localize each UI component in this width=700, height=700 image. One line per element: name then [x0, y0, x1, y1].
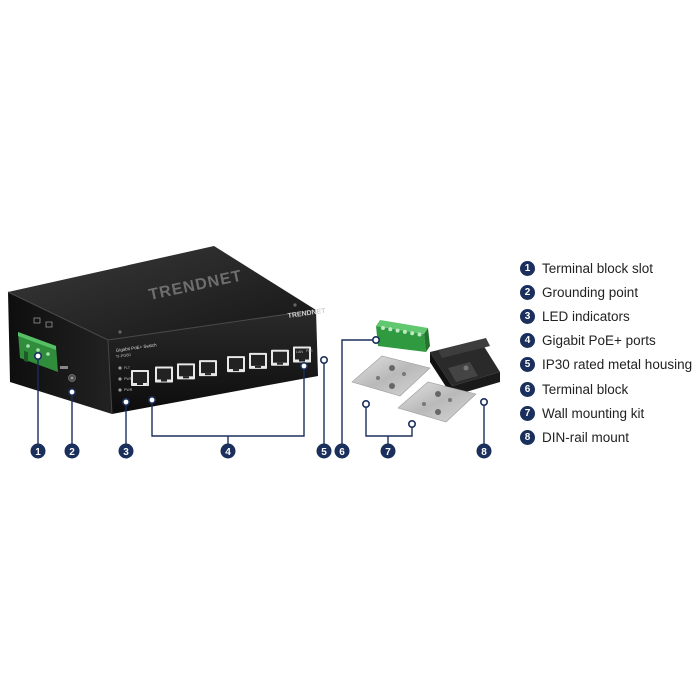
legend-label: Grounding point: [542, 284, 639, 300]
terminal-block: [376, 320, 430, 352]
legend-label: LED indicators: [542, 308, 630, 324]
terminal-screw: [395, 328, 400, 333]
lan-label: LAN: [296, 350, 303, 354]
ethernet-port: [227, 356, 245, 373]
din-rail-mount: [430, 338, 500, 396]
legend-item: 2 Grounding point: [520, 280, 692, 304]
svg-text:7: 7: [385, 447, 391, 458]
legend-number: 5: [520, 357, 535, 373]
legend-label: Terminal block: [542, 381, 629, 397]
legend-number: 1: [520, 260, 535, 276]
side-labels: [33, 317, 68, 369]
callout-badge-1: 1: [30, 443, 46, 459]
legend-number: 3: [520, 308, 535, 324]
legend-item: 6 Terminal block: [520, 377, 692, 401]
svg-text:5: 5: [321, 447, 327, 458]
led-label-flt: FLT: [124, 366, 131, 370]
leader-6: [341, 339, 376, 446]
ethernet-port: [271, 349, 289, 366]
svg-text:8: 8: [481, 447, 487, 458]
legend-item: 5 IP30 rated metal housing: [520, 353, 692, 377]
led-indicators: FLT PWR PWR: [118, 366, 133, 392]
legend-item: 3 LED indicators: [520, 304, 692, 328]
led-pwr1: [118, 377, 122, 381]
ethernet-port: [249, 352, 267, 369]
callout-badge-2: 2: [64, 443, 80, 459]
legend-number: 4: [520, 333, 535, 349]
ethernet-port: [131, 370, 149, 386]
legend-number: 6: [520, 381, 535, 397]
model-label: Gigabit PoE+ Switch: [115, 342, 157, 353]
legend-number: 7: [520, 405, 535, 421]
led-label-pwr2: PWR: [124, 388, 133, 392]
svg-text:4: 4: [225, 447, 231, 458]
legend-item: 4 Gigabit PoE+ ports: [520, 329, 692, 353]
legend-item: 1 Terminal block slot: [520, 256, 692, 280]
legend-label: DIN-rail mount: [542, 429, 630, 445]
terminal-screw: [381, 326, 385, 330]
callout-badge-6: 6: [334, 443, 350, 459]
switch-housing: [7, 246, 318, 415]
svg-text:1: 1: [35, 447, 41, 458]
legend-label: Wall mounting kit: [542, 405, 645, 421]
ethernet-port: [293, 346, 311, 363]
svg-text:2: 2: [69, 447, 75, 458]
callout-dots: [33, 335, 488, 428]
callout-badge-8: 8: [476, 443, 492, 459]
terminal-screw: [417, 332, 422, 337]
callout-badge-4: 4: [220, 443, 236, 459]
legend-label: Gigabit PoE+ ports: [542, 333, 656, 349]
callout-badges: 1 2 3 4 5 6 7 8: [30, 443, 492, 459]
poe-label: PoE: [306, 349, 313, 353]
terminal-screw: [410, 331, 415, 336]
grounding-point: [68, 374, 76, 382]
led-label-pwr1: PWR: [124, 377, 133, 381]
legend-item: 7 Wall mounting kit: [520, 401, 692, 425]
ethernet-port: [199, 360, 217, 377]
legend-number: 2: [520, 284, 535, 300]
callout-badge-3: 3: [118, 443, 134, 459]
callout-badge-5: 5: [316, 443, 332, 459]
callout-badge-7: 7: [380, 443, 396, 459]
led-pwr2: [118, 388, 122, 392]
svg-text:3: 3: [123, 447, 129, 458]
wall-plate-1: [351, 355, 431, 397]
terminal-screw: [388, 327, 393, 332]
model-number: TI-PG80: [115, 352, 131, 359]
led-flt: [118, 366, 122, 370]
ethernet-port: [177, 363, 195, 380]
legend-label: IP30 rated metal housing: [542, 357, 693, 373]
port-number: 2: [146, 381, 149, 386]
ethernet-port: [155, 366, 173, 383]
legend-number: 8: [520, 429, 535, 445]
wall-plate-2: [397, 381, 477, 423]
ethernet-ports: [131, 346, 311, 386]
svg-text:6: 6: [339, 447, 345, 458]
legend-label: Terminal block slot: [542, 260, 654, 276]
legend-item: 8 DIN-rail mount: [520, 425, 692, 449]
callout-lines: [37, 339, 485, 446]
terminal-screw: [402, 329, 407, 334]
